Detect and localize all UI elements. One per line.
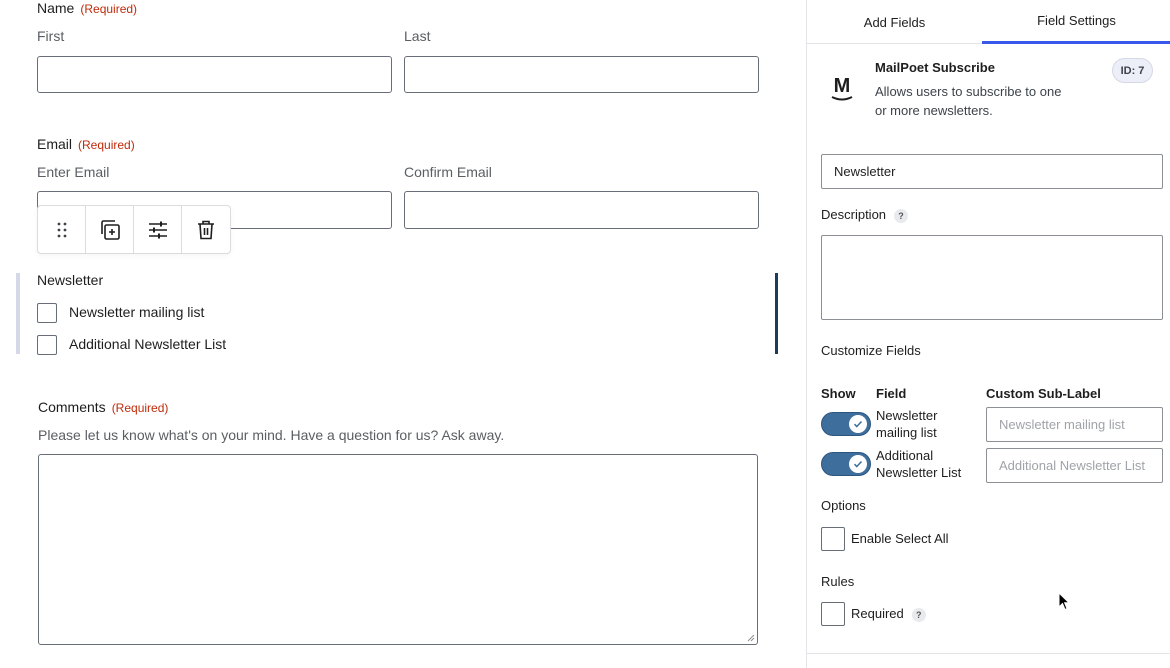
trash-icon [197, 220, 214, 239]
newsletter-option-label: Newsletter mailing list [69, 304, 205, 320]
check-icon [853, 420, 863, 428]
column-header-sub-label: Custom Sub-Label [986, 386, 1101, 401]
mailpoet-logo-icon: M [829, 72, 855, 107]
customize-field-name: Additional Newsletter List [876, 447, 961, 481]
enable-select-all-checkbox[interactable] [821, 527, 845, 551]
field-settings-button[interactable] [134, 206, 182, 253]
form-canvas: Name (Required) First Last Email (Required… [16, 0, 778, 645]
confirm-email-input[interactable] [404, 191, 759, 229]
comments-field-label: Comments (Required) [38, 399, 168, 415]
last-name-input[interactable] [404, 56, 759, 93]
name-label-text: Name [37, 0, 75, 16]
help-icon[interactable]: ? [894, 208, 909, 223]
email-label-text: Email [37, 136, 73, 152]
settings-sliders-icon [148, 221, 167, 238]
field-name-line: Additional [876, 448, 934, 463]
required-rule-label: Required? [851, 606, 926, 622]
column-header-show: Show [821, 386, 856, 401]
field-name-line: mailing list [876, 425, 937, 440]
duplicate-icon [100, 219, 120, 240]
mouse-cursor-icon [1058, 591, 1071, 616]
required-checkbox[interactable] [821, 602, 845, 626]
email-field-label: Email (Required) [37, 136, 135, 152]
enable-select-all-label: Enable Select All [851, 531, 949, 546]
name-field-label: Name (Required) [37, 0, 137, 16]
confirm-email-sublabel: Confirm Email [404, 164, 492, 180]
required-label-text: Required [851, 606, 904, 621]
description-label-text: Description [821, 207, 887, 222]
comments-label-text: Comments [38, 399, 106, 415]
tab-field-settings[interactable]: Field Settings [982, 0, 1170, 44]
options-label: Options [821, 498, 866, 513]
rules-label: Rules [821, 574, 855, 589]
newsletter-option-checkbox[interactable] [37, 335, 57, 355]
field-name-line: Newsletter [876, 408, 938, 423]
selection-indicator-right [775, 273, 778, 354]
drag-handle-button[interactable] [38, 206, 86, 253]
show-field-toggle[interactable] [821, 412, 871, 436]
field-description-line: Allows users to subscribe to one [875, 84, 1062, 99]
selection-indicator-left [16, 273, 20, 354]
newsletter-field-label: Newsletter [37, 272, 104, 288]
toggle-knob [849, 415, 867, 433]
required-marker: (Required) [80, 2, 138, 16]
last-name-sublabel: Last [404, 28, 431, 44]
settings-panel: Add Fields Field Settings M MailPoet Sub… [806, 0, 1170, 668]
tab-add-fields[interactable]: Add Fields [863, 14, 926, 30]
newsletter-option-label: Additional Newsletter List [69, 336, 227, 352]
required-marker: (Required) [78, 138, 135, 152]
first-name-sublabel: First [37, 28, 65, 44]
column-header-field: Field [876, 386, 907, 401]
field-type-description: Allows users to subscribe to one or more… [875, 82, 1061, 120]
drag-handle-icon [57, 222, 66, 237]
newsletter-option-checkbox[interactable] [37, 303, 57, 323]
resize-handle-icon [747, 634, 755, 642]
panel-divider [807, 653, 1170, 654]
field-description-line: or more newsletters. [875, 103, 993, 118]
svg-text:M: M [834, 75, 851, 97]
field-type-title: MailPoet Subscribe [875, 60, 995, 75]
first-name-input[interactable] [37, 56, 392, 93]
description-setting-label: Description? [821, 207, 909, 223]
customize-fields-label: Customize Fields [821, 343, 921, 358]
field-id-badge: ID: 7 [1112, 58, 1153, 83]
check-icon [853, 460, 863, 468]
help-icon[interactable]: ? [911, 607, 926, 622]
field-block-toolbar [37, 205, 231, 254]
enter-email-sublabel: Enter Email [37, 164, 110, 180]
customize-field-name: Newsletter mailing list [876, 407, 937, 441]
required-marker: (Required) [111, 401, 169, 415]
toggle-knob [849, 455, 867, 473]
comments-description: Please let us know what's on your mind. … [38, 427, 505, 443]
field-label-input[interactable]: Newsletter [821, 154, 1163, 189]
duplicate-field-button[interactable] [86, 206, 134, 253]
panel-tabs: Add Fields Field Settings [807, 0, 1170, 44]
delete-field-button[interactable] [182, 206, 230, 253]
comments-textarea[interactable] [38, 454, 758, 645]
show-field-toggle[interactable] [821, 452, 871, 476]
field-name-line: Newsletter List [876, 465, 962, 480]
custom-sub-label-input[interactable]: Additional Newsletter List [986, 448, 1163, 483]
custom-sub-label-input[interactable]: Newsletter mailing list [986, 407, 1163, 442]
field-description-textarea[interactable] [821, 235, 1163, 320]
